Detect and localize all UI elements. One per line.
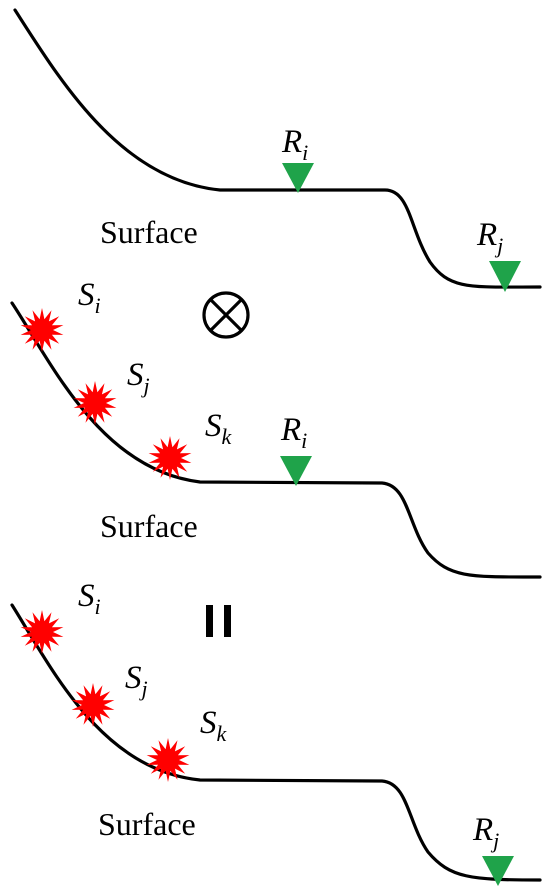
source-label: Sj [127, 357, 150, 398]
receiver-label: Ri [280, 412, 307, 453]
circled-times-icon [202, 291, 250, 339]
receiver-icon [282, 163, 314, 193]
source-icon [148, 436, 192, 480]
sources-group [20, 308, 192, 480]
panel-3: Surface Si Sj Sk Rj [10, 578, 542, 886]
source-label: Sk [200, 705, 228, 746]
source-icon [20, 610, 64, 654]
source-label: Sj [125, 660, 148, 701]
receiver-label: Ri [281, 124, 308, 165]
source-icon [20, 308, 64, 352]
source-icon [73, 381, 117, 425]
surface-curve [10, 603, 542, 882]
panel-2: Surface Si Sj Sk Ri [10, 277, 542, 579]
surface-label: Surface [100, 214, 198, 250]
surface-label: Surface [98, 806, 196, 842]
source-label: Si [78, 578, 101, 619]
receiver-icon [280, 456, 312, 486]
source-icon [146, 738, 190, 782]
surface-curve [13, 8, 542, 289]
receiver-icon [489, 261, 521, 292]
source-label: Si [78, 277, 101, 318]
receiver-icon [482, 856, 514, 886]
surface-curve [10, 301, 542, 579]
receiver-label: Rj [476, 217, 503, 258]
surface-label: Surface [100, 508, 198, 544]
equals-icon [206, 605, 231, 637]
receiver-label: Rj [472, 812, 499, 853]
panel-1: Surface Ri Rj [13, 8, 542, 292]
sources-group [20, 610, 190, 782]
source-icon [71, 683, 115, 727]
source-label: Sk [205, 408, 233, 449]
